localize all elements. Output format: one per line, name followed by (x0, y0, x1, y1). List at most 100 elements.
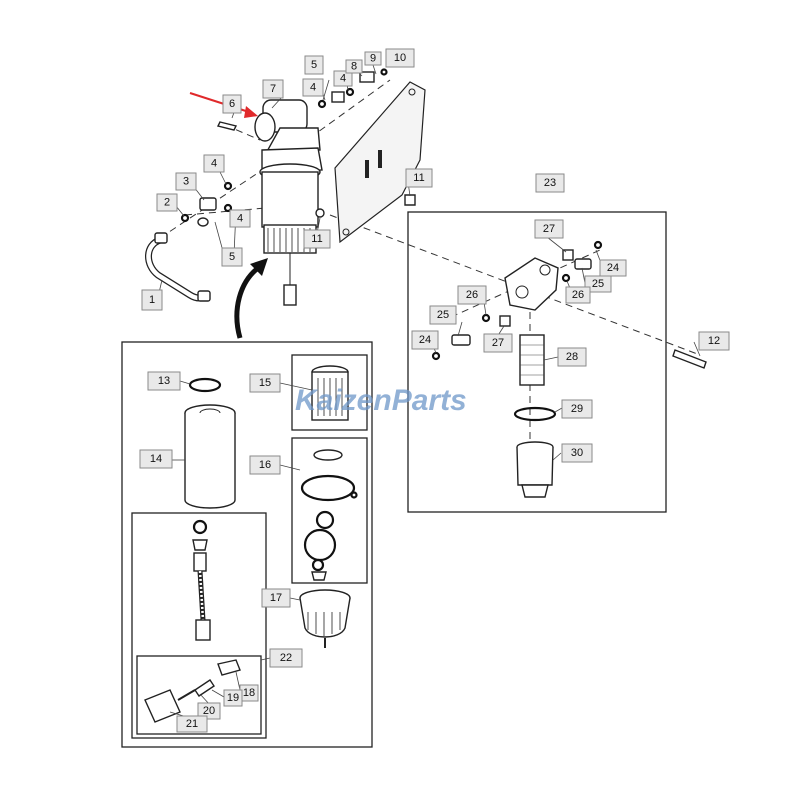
callout-26-a[interactable]: 26 (565, 286, 591, 304)
svg-text:12: 12 (708, 335, 720, 347)
svg-text:26: 26 (466, 289, 478, 301)
filter-screen (519, 334, 545, 386)
callout-20[interactable]: 20 (197, 702, 221, 720)
highlight-arrow-icon (189, 92, 258, 118)
svg-text:5: 5 (229, 251, 235, 263)
svg-text:4: 4 (340, 73, 346, 85)
callout-2[interactable]: 2 (156, 193, 178, 212)
svg-text:26: 26 (572, 289, 584, 301)
callout-15[interactable]: 15 (249, 373, 281, 393)
svg-text:19: 19 (227, 692, 239, 704)
fuel-line-tube (145, 232, 211, 302)
svg-text:1: 1 (149, 294, 155, 306)
svg-text:30: 30 (571, 447, 583, 459)
callout-12[interactable]: 12 (698, 331, 730, 351)
svg-text:27: 27 (492, 337, 504, 349)
kit-frame-23 (407, 211, 667, 513)
callout-24-b[interactable]: 24 (411, 330, 439, 350)
svg-text:2: 2 (164, 197, 170, 209)
svg-text:13: 13 (158, 375, 170, 387)
fittings-main (180, 68, 416, 227)
svg-text:10: 10 (394, 52, 406, 64)
callout-9[interactable]: 9 (364, 51, 382, 66)
svg-text:21: 21 (186, 718, 198, 730)
callout-16[interactable]: 16 (249, 455, 281, 475)
svg-text:25: 25 (592, 278, 604, 290)
callout-4-a[interactable]: 4 (203, 154, 225, 173)
callout-28[interactable]: 28 (557, 347, 587, 367)
svg-text:14: 14 (150, 453, 162, 465)
kit-frame-22 (131, 512, 267, 739)
sensor-connector (144, 659, 241, 723)
callout-18[interactable]: 18 (239, 684, 259, 702)
separator-bowl (516, 441, 554, 498)
seal-kit-16 (300, 449, 358, 581)
kit-frame-16 (291, 437, 368, 584)
svg-text:6: 6 (229, 98, 235, 110)
pump-motor (254, 99, 321, 156)
callout-17[interactable]: 17 (261, 588, 291, 608)
callout-26-b[interactable]: 26 (457, 285, 487, 305)
callout-27-a[interactable]: 27 (534, 219, 564, 239)
svg-text:28: 28 (566, 351, 578, 363)
callout-27-b[interactable]: 27 (483, 333, 513, 353)
kit-frame-lower (121, 341, 373, 748)
callout-14[interactable]: 14 (139, 449, 173, 469)
callout-1[interactable]: 1 (141, 289, 163, 311)
callout-10[interactable]: 10 (385, 48, 415, 68)
sensor-assembly (192, 519, 211, 641)
kit-frame-inner (136, 655, 262, 735)
svg-text:18: 18 (243, 687, 255, 699)
svg-text:15: 15 (259, 377, 271, 389)
callout-5-b[interactable]: 5 (304, 55, 324, 75)
callout-19[interactable]: 19 (223, 689, 243, 707)
callout-3[interactable]: 3 (175, 172, 197, 191)
svg-text:16: 16 (259, 459, 271, 471)
separator-head (504, 257, 559, 311)
svg-text:17: 17 (270, 592, 282, 604)
callout-8[interactable]: 8 (345, 59, 363, 74)
mounting-bracket (334, 81, 426, 244)
callout-25-b[interactable]: 25 (429, 305, 457, 325)
kit-frame-15 (291, 354, 368, 431)
curved-arrow-icon (234, 258, 268, 339)
svg-text:4: 4 (211, 158, 217, 170)
callout-22[interactable]: 22 (269, 648, 303, 668)
callout-13[interactable]: 13 (147, 371, 181, 391)
filter-bowl-15 (311, 365, 349, 421)
svg-text:11: 11 (413, 172, 424, 184)
callout-11-a[interactable]: 11 (405, 168, 433, 188)
svg-text:5: 5 (311, 59, 317, 71)
callout-24-a[interactable]: 24 (599, 259, 627, 277)
callout-23[interactable]: 23 (535, 173, 565, 193)
callout-6[interactable]: 6 (222, 94, 242, 114)
callout-4-d[interactable]: 4 (333, 70, 353, 87)
callout-5-a[interactable]: 5 (221, 247, 243, 267)
svg-text:24: 24 (607, 262, 619, 274)
bowl-seal (513, 406, 557, 422)
svg-text:23: 23 (544, 177, 556, 189)
callout-4-b[interactable]: 4 (229, 209, 251, 228)
filter-canister (259, 147, 323, 306)
callout-7[interactable]: 7 (262, 79, 284, 99)
svg-text:29: 29 (571, 403, 583, 415)
filter-seal-ring (188, 377, 222, 393)
svg-text:24: 24 (419, 334, 431, 346)
svg-text:3: 3 (183, 176, 189, 188)
svg-text:7: 7 (270, 83, 276, 95)
svg-text:4: 4 (237, 213, 243, 225)
svg-text:4: 4 (310, 82, 316, 94)
filter-element (184, 404, 236, 509)
callout-4-c[interactable]: 4 (302, 78, 324, 97)
callout-29[interactable]: 29 (561, 399, 593, 419)
callout-21[interactable]: 21 (176, 715, 208, 733)
callout-11-b[interactable]: 11 (303, 229, 331, 249)
callout-25-a[interactable]: 25 (584, 275, 612, 293)
svg-text:27: 27 (543, 223, 555, 235)
watermark-logo: KaizenParts (295, 384, 467, 417)
svg-text:22: 22 (280, 652, 292, 664)
drain-bowl (299, 589, 351, 648)
callout-30[interactable]: 30 (561, 443, 593, 463)
svg-text:8: 8 (351, 61, 357, 73)
